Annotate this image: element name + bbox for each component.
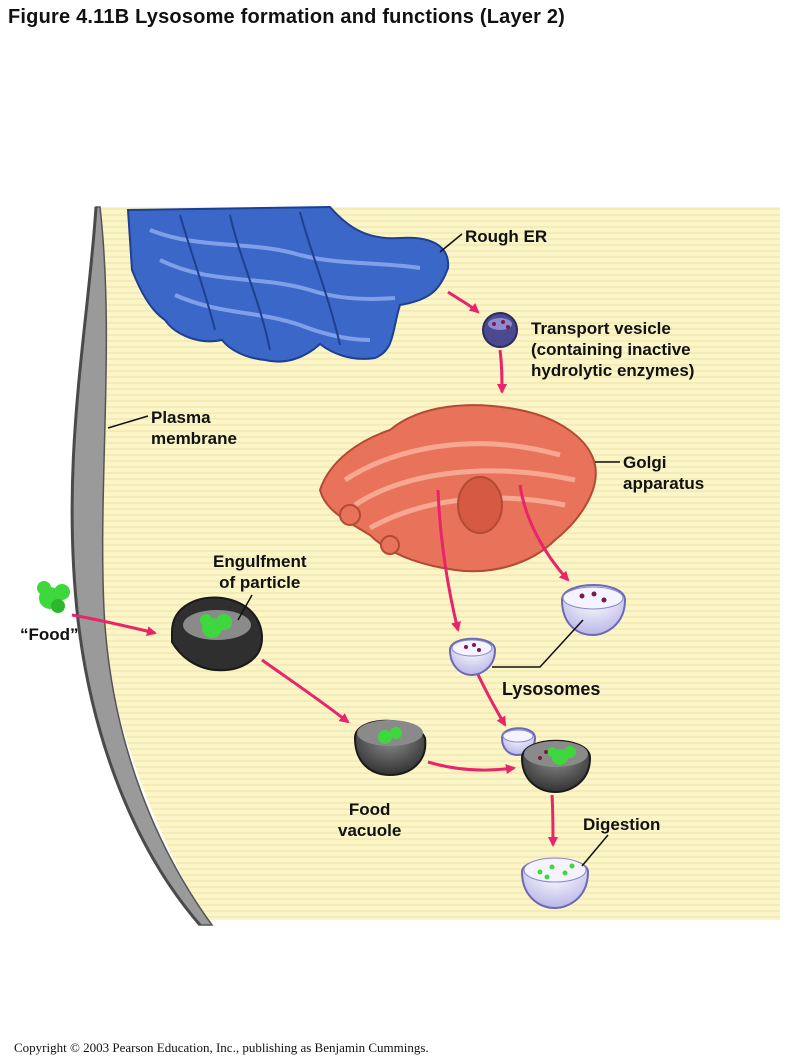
arrow-fusion-to-digestion (547, 794, 558, 847)
golgi-apparatus (318, 404, 597, 573)
label-digestion: Digestion (583, 815, 661, 834)
food-vacuole (353, 719, 427, 777)
arrow-golgi-to-lysosome-1 (436, 489, 461, 632)
label-plasma-membrane: Plasma membrane (151, 407, 237, 449)
label-line: vacuole (338, 821, 402, 840)
fusion-vacuole (520, 739, 592, 794)
label-line: Transport vesicle (531, 319, 671, 338)
digestion-lysosome (520, 857, 590, 910)
arrow-vesicle-to-golgi (496, 349, 507, 394)
arrow-er-to-vesicle (447, 290, 480, 314)
engulfment-particle (171, 596, 264, 672)
figure-title: Figure 4.11B Lysosome formation and func… (8, 6, 566, 28)
label-food: “Food” (20, 625, 79, 644)
label-transport-vesicle: Transport vesicle (containing inactive h… (531, 318, 694, 381)
label-rough-er: Rough ER (465, 227, 548, 246)
food-particle (37, 581, 70, 613)
label-food-vacuole: Food vacuole (338, 799, 401, 841)
arrow-vacuole-to-fusion (427, 760, 516, 775)
label-line: apparatus (623, 474, 705, 493)
label-line: membrane (151, 429, 237, 448)
label-line: of particle (219, 573, 301, 592)
label-golgi-apparatus: Golgi apparatus (623, 452, 704, 494)
label-line: (containing inactive (531, 340, 691, 359)
label-line: hydrolytic enzymes) (531, 361, 695, 380)
label-line: Plasma (151, 408, 211, 427)
rough-er (126, 205, 450, 363)
label-line: Engulfment (213, 552, 307, 571)
transport-vesicle (482, 312, 518, 348)
lysosome-large (560, 584, 627, 637)
arrow-food-to-membrane (71, 613, 157, 636)
lysosome-small (448, 637, 497, 677)
label-line: Golgi (623, 453, 667, 472)
label-line: Food (348, 800, 391, 819)
leader-lines (107, 233, 620, 867)
label-lysosomes: Lysosomes (502, 679, 601, 699)
arrow-golgi-to-lysosome-2 (518, 484, 570, 582)
arrow-engulfment-to-vacuole (261, 658, 350, 724)
label-engulfment: Engulfment of particle (213, 551, 307, 593)
copyright-notice: Copyright © 2003 Pearson Education, Inc.… (14, 1040, 429, 1055)
